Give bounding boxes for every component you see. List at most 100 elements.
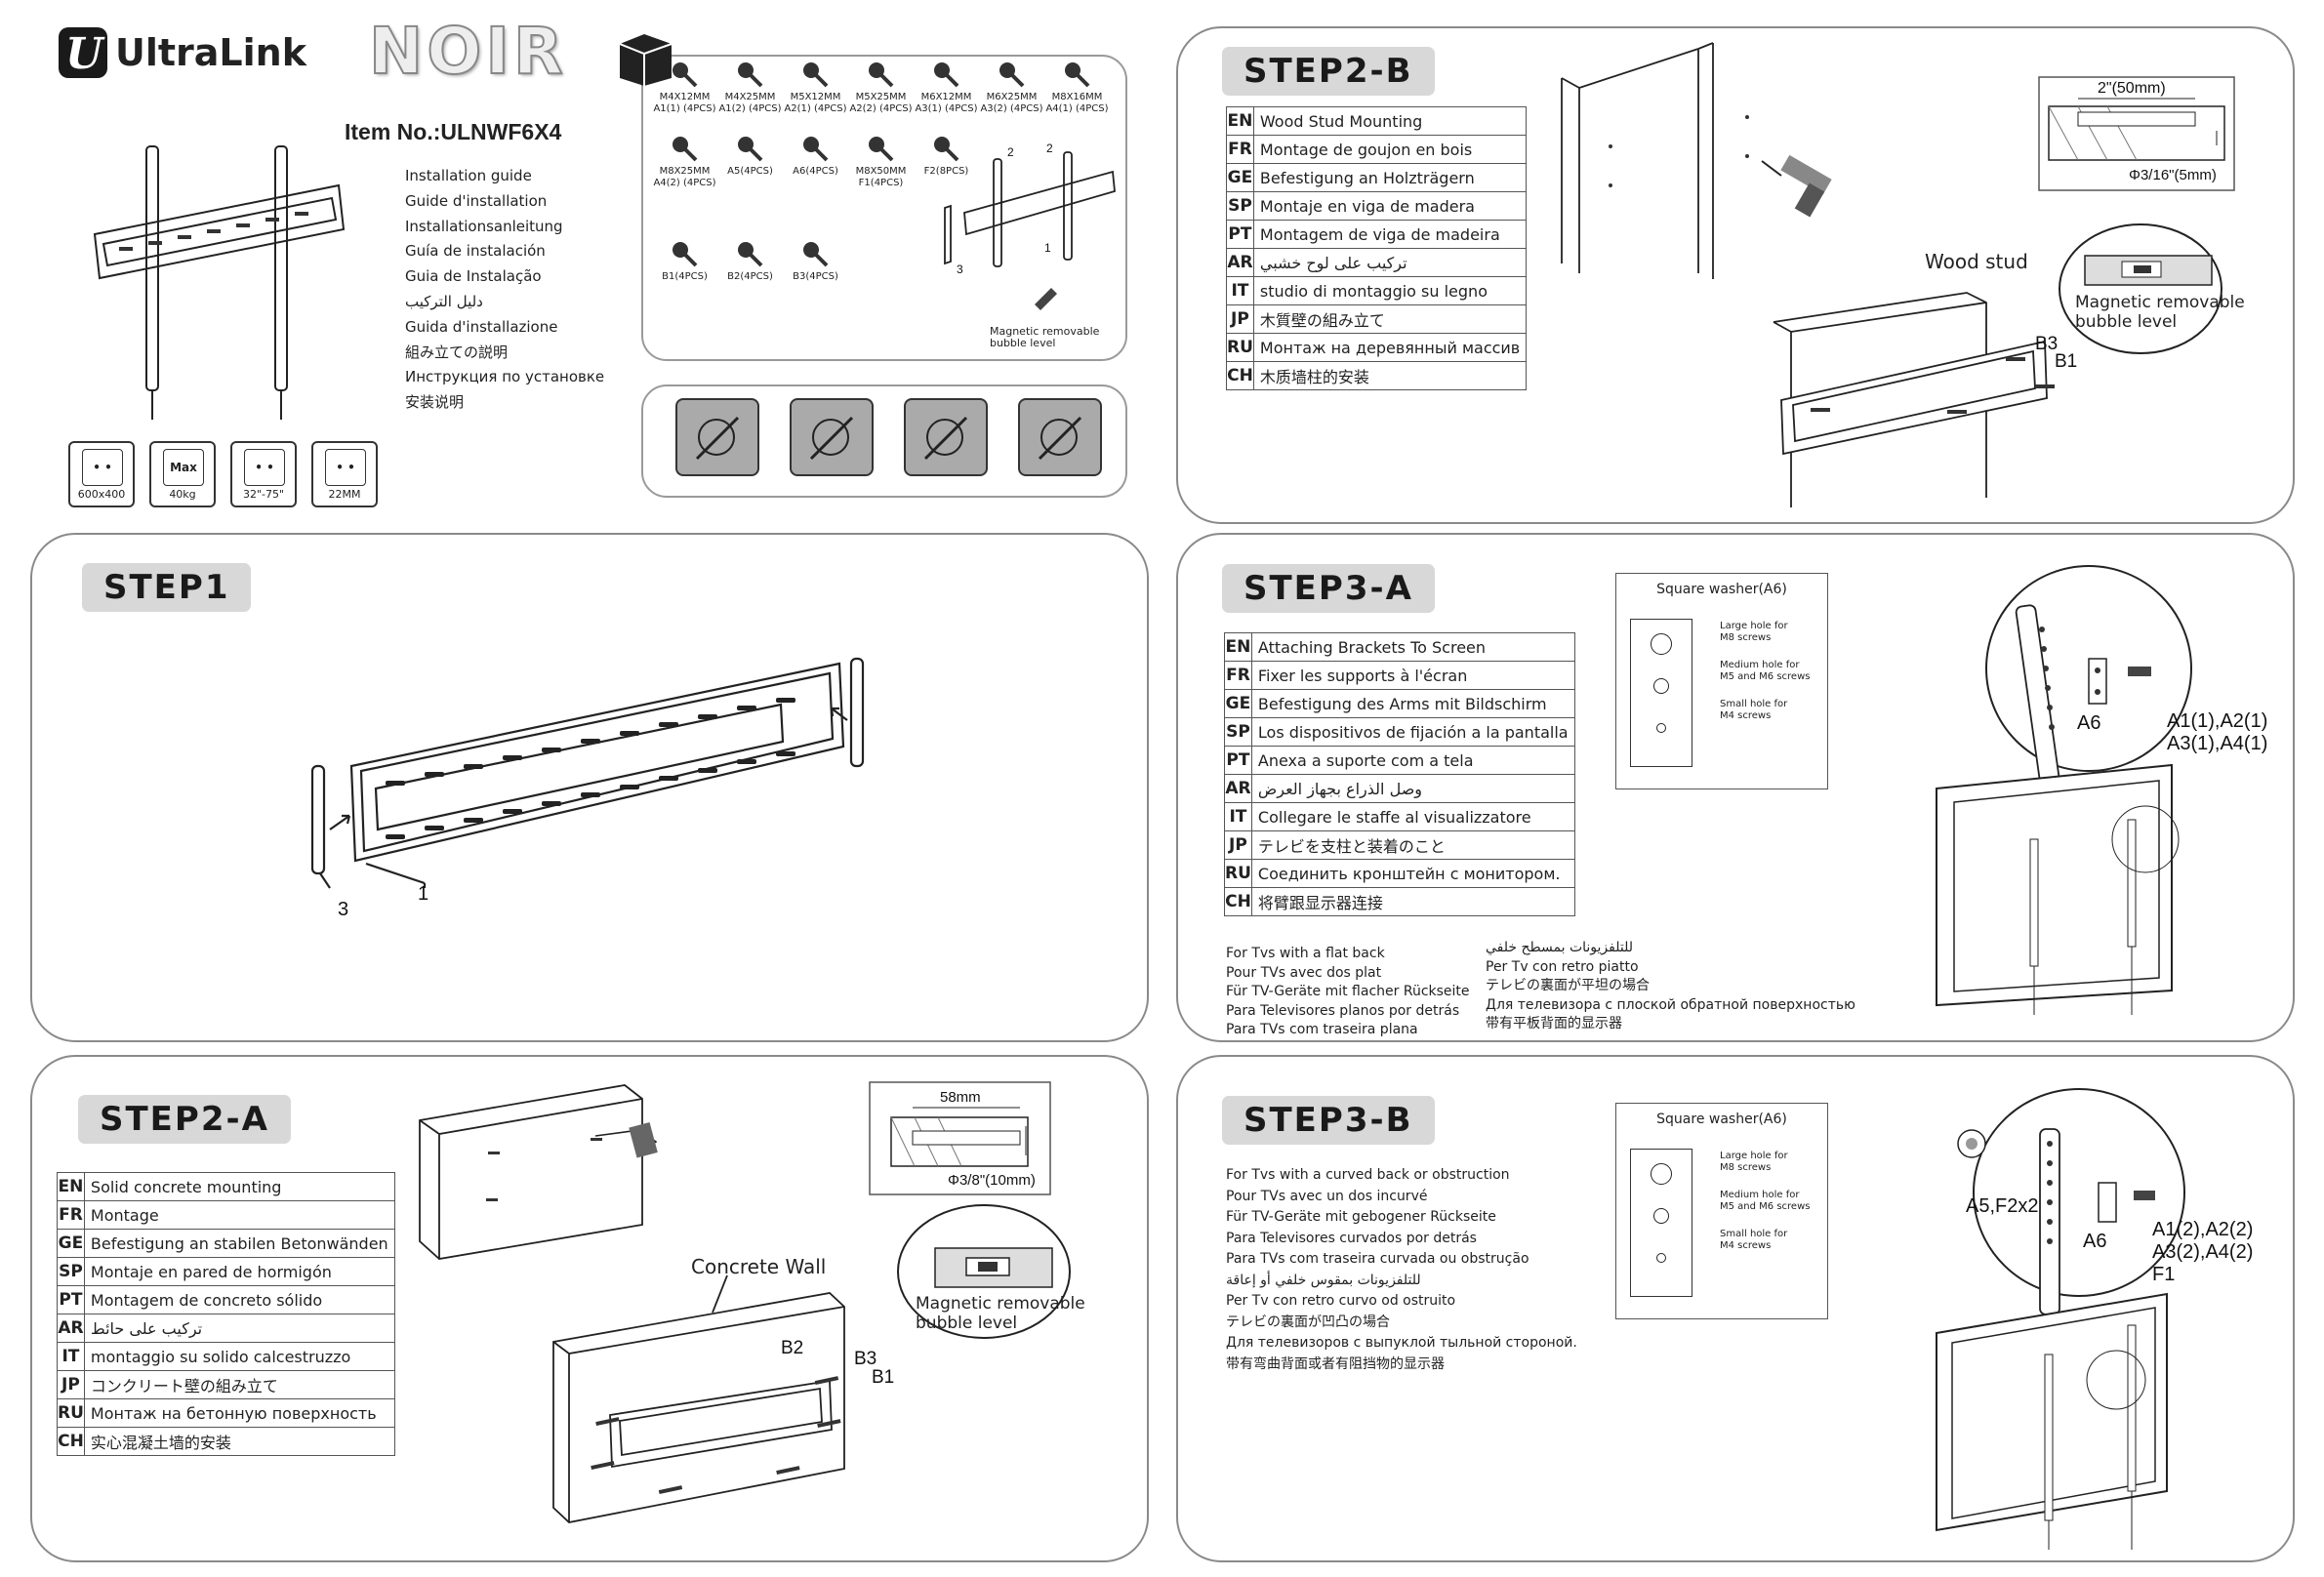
note-line: Per Tv con retro curvo od ostruito — [1226, 1293, 1456, 1309]
screw-icon — [737, 242, 762, 267]
stud-width-50mm: 2"(50mm) — [2098, 80, 2166, 97]
language-code: GE — [1224, 689, 1252, 718]
language-text: studio di montaggio su legno — [1252, 276, 1528, 305]
washer-diagram — [1630, 619, 1692, 767]
guide-title: 組み立ての説明 — [405, 343, 509, 361]
screw-icon — [999, 62, 1024, 88]
screw-icon — [868, 137, 893, 162]
language-text: Anexa a suporte com a tela — [1250, 746, 1575, 775]
step2a-wall-mount-diagram: B2 B3 B1 — [552, 1274, 894, 1523]
guide-title: Installationsanleitung — [405, 217, 563, 235]
washer-hole-icon — [1651, 633, 1672, 655]
screw-icon — [672, 242, 697, 267]
washer-hole-icon — [1653, 678, 1669, 694]
drill-icon — [923, 416, 968, 461]
tool-card — [904, 398, 988, 476]
screw-icon — [802, 242, 828, 267]
step2b-title: STEP2-B — [1222, 47, 1435, 96]
screw-icon — [802, 62, 828, 88]
language-text: 将臂跟显示器连接 — [1250, 887, 1575, 916]
screw-icon — [868, 62, 893, 88]
washer-hole-icon — [1656, 723, 1666, 733]
language-text: Montage — [83, 1200, 395, 1230]
language-text: Монтаж на деревянный массив — [1252, 333, 1528, 362]
svg-text:U: U — [65, 29, 105, 79]
step1-label-arm: 3 — [338, 899, 348, 920]
guide-title: Guia de Instalação — [405, 267, 542, 286]
spec-label: 40kg — [169, 488, 196, 501]
step2a-label-b1: B1 — [872, 1367, 894, 1388]
hardware-size: M6X12MM — [920, 92, 972, 102]
language-text: Montaje en viga de madera — [1252, 191, 1528, 221]
language-text: 木质墙柱的安装 — [1252, 361, 1528, 390]
language-text: Befestigung an stabilen Betonwänden — [83, 1229, 395, 1258]
box-icon — [619, 34, 673, 86]
hardware-size: M8X16MM — [1051, 92, 1103, 102]
language-code: JP — [1224, 830, 1252, 860]
language-code: GE — [57, 1229, 85, 1258]
tool-card — [675, 398, 759, 476]
language-text: 木質壁の組み立て — [1252, 304, 1528, 334]
hardware-code: A2(2) (4PCS) — [849, 103, 913, 114]
language-code: PT — [57, 1285, 85, 1314]
concrete-wall-label: Concrete Wall — [691, 1255, 827, 1278]
language-code: EN — [57, 1172, 85, 1201]
note-line: Für TV-Geräte mit flacher Rückseite — [1226, 984, 1470, 999]
note-line: For Tvs with a flat back — [1226, 946, 1385, 961]
step3b-label-spacer: A5,F2x2 — [1966, 1195, 2038, 1217]
screw-icon — [1064, 62, 1089, 88]
spec-label: 600x400 — [77, 488, 126, 501]
brand-name: UltraLink — [115, 31, 306, 74]
note-line: テレビの裏面が平坦の場合 — [1486, 978, 1650, 993]
screw-icon — [737, 137, 762, 162]
washer-diagram — [1630, 1149, 1692, 1297]
washer-title: Square washer(A6) — [1656, 1112, 1787, 1127]
hardware-size: M4X12MM — [659, 92, 711, 102]
hardware-code: A2(1) (4PCS) — [784, 103, 847, 114]
note-line: Para Televisores curvados por detrás — [1226, 1230, 1477, 1246]
note-line: Für TV-Geräte mit gebogener Rückseite — [1226, 1209, 1496, 1225]
hardware-item: B3(4PCS) — [783, 240, 848, 283]
hardware-code: A3(1) (4PCS) — [915, 103, 978, 114]
hardware-item: A6(4PCS) — [783, 135, 848, 178]
language-code: EN — [1224, 632, 1252, 662]
note-line: Per Tv con retro piatto — [1486, 958, 1639, 975]
svg-text:2: 2 — [1046, 142, 1053, 155]
drill-diameter-5mm: Φ3/16"(5mm) — [2129, 167, 2217, 183]
step2a-wall-drill-diagram — [419, 1084, 658, 1260]
language-text: Montage de goujon en bois — [1252, 135, 1528, 164]
language-code: IT — [57, 1342, 85, 1371]
step3a-title: STEP3-A — [1222, 564, 1435, 613]
washer-hole-icon — [1651, 1163, 1672, 1185]
step2b-bubble-level-callout — [2059, 223, 2222, 354]
language-text: 实心混凝土墙的安装 — [83, 1427, 395, 1456]
language-code: RU — [1226, 333, 1254, 362]
screw-icon — [933, 62, 958, 88]
step2a-label-b2: B2 — [781, 1338, 803, 1358]
guide-title: Guía de instalación — [405, 242, 546, 261]
